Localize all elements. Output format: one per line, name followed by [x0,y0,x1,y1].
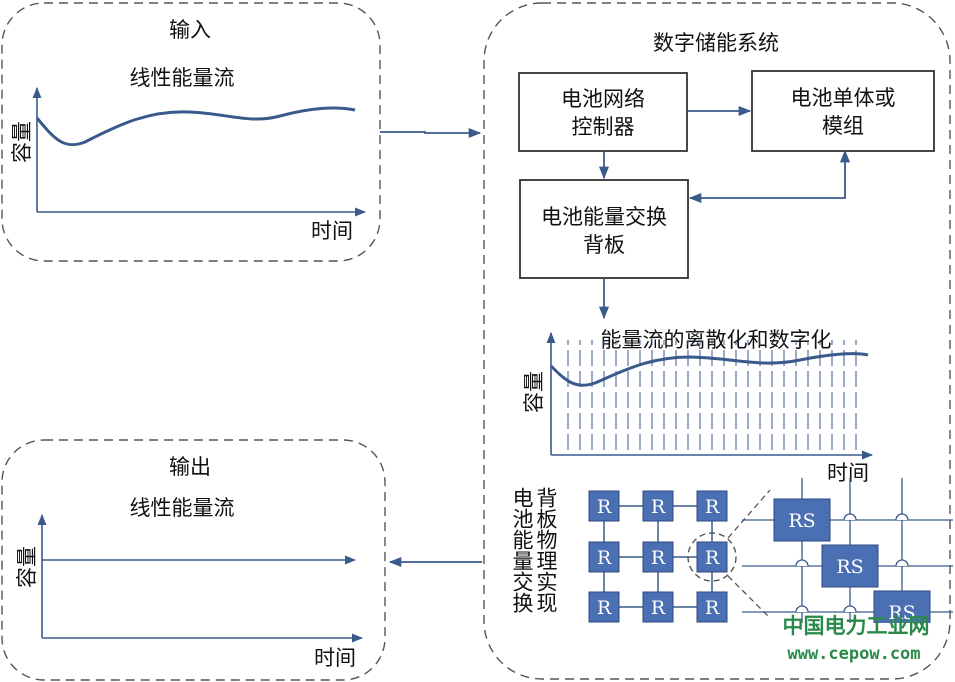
cells-backplane-link [688,149,851,204]
output-panel: 输出 线性能量流 容量 时间 [1,439,386,681]
r-node [588,490,620,522]
output-xlabel: 时间 [314,646,356,670]
physical-label-col1: 电池能量交换 [510,487,534,613]
discrete-energy-curve [549,352,869,387]
rs-crossover [843,513,857,521]
output-subtitle: 线性能量流 [130,496,235,520]
r-node-label: R [597,547,612,569]
output-panel-border [1,439,386,681]
cells-label-line2: 模组 [822,114,864,138]
backplane-label-line1: 电池能量交换 [541,205,667,229]
r-node-label: R [597,597,612,619]
input-ylabel: 容量 [10,121,34,163]
rs-crossover [795,605,809,613]
r-node [696,541,728,573]
backplane-node-grid: R R R R R R R R R [588,490,728,623]
physical-label-col2: 背板物理实现 [534,487,558,613]
switch-detail-zoom: RS RS RS [742,478,953,624]
input-to-system-arrow [380,127,482,139]
input-panel: 输入 线性能量流 容量 时间 [1,2,381,262]
rs-node-label: RS [888,602,915,624]
r-node [696,591,728,623]
rs-node [773,498,831,542]
r-node [642,591,674,623]
r-node-label: R [651,547,666,569]
r-node-label: R [651,597,666,619]
controller-box [518,72,688,152]
r-node [696,490,728,522]
input-xlabel: 时间 [311,219,353,243]
input-energy-curve [35,106,356,147]
discrete-title: 能量流的离散化和数字化 [601,328,832,352]
output-ylabel: 容量 [15,546,39,588]
controller-label-line1: 电池网络 [561,87,645,111]
cells-box [751,70,935,152]
controller-label-line2: 控制器 [572,115,635,139]
system-panel: 数字储能系统 电池网络 控制器 电池单体或 模组 电池能量交换 背板 能量流的离… [483,2,953,680]
output-title: 输出 [169,455,211,479]
rs-crossover [795,559,809,567]
rs-crossover [895,559,909,567]
zoom-circle [687,532,737,582]
input-title: 输入 [169,18,211,42]
r-node-label: R [705,547,720,569]
zoom-line-top [727,489,771,539]
rs-node [821,544,879,588]
cells-label-line1: 电池单体或 [791,86,896,110]
input-subtitle: 线性能量流 [130,66,235,90]
rs-node-label: RS [788,510,815,532]
system-panel-border [483,2,951,680]
r-node [588,591,620,623]
r-node-label: R [705,597,720,619]
r-node [588,541,620,573]
rs-crossover [843,605,857,613]
rs-node [873,590,931,623]
system-title: 数字储能系统 [653,31,779,55]
r-node-label: R [597,496,612,518]
watermark-en: www.cepow.com [787,644,920,664]
backplane-label-line2: 背板 [583,233,625,257]
discrete-xlabel: 时间 [827,461,869,485]
r-node [642,490,674,522]
rs-crossover [895,513,909,521]
r-node [642,541,674,573]
r-node-label: R [651,496,666,518]
discrete-ylabel: 容量 [522,371,546,413]
rs-node-label: RS [836,556,863,578]
r-node-label: R [705,496,720,518]
backplane-box [519,179,689,279]
watermark-cn: 中国电力工业网 [783,614,930,638]
